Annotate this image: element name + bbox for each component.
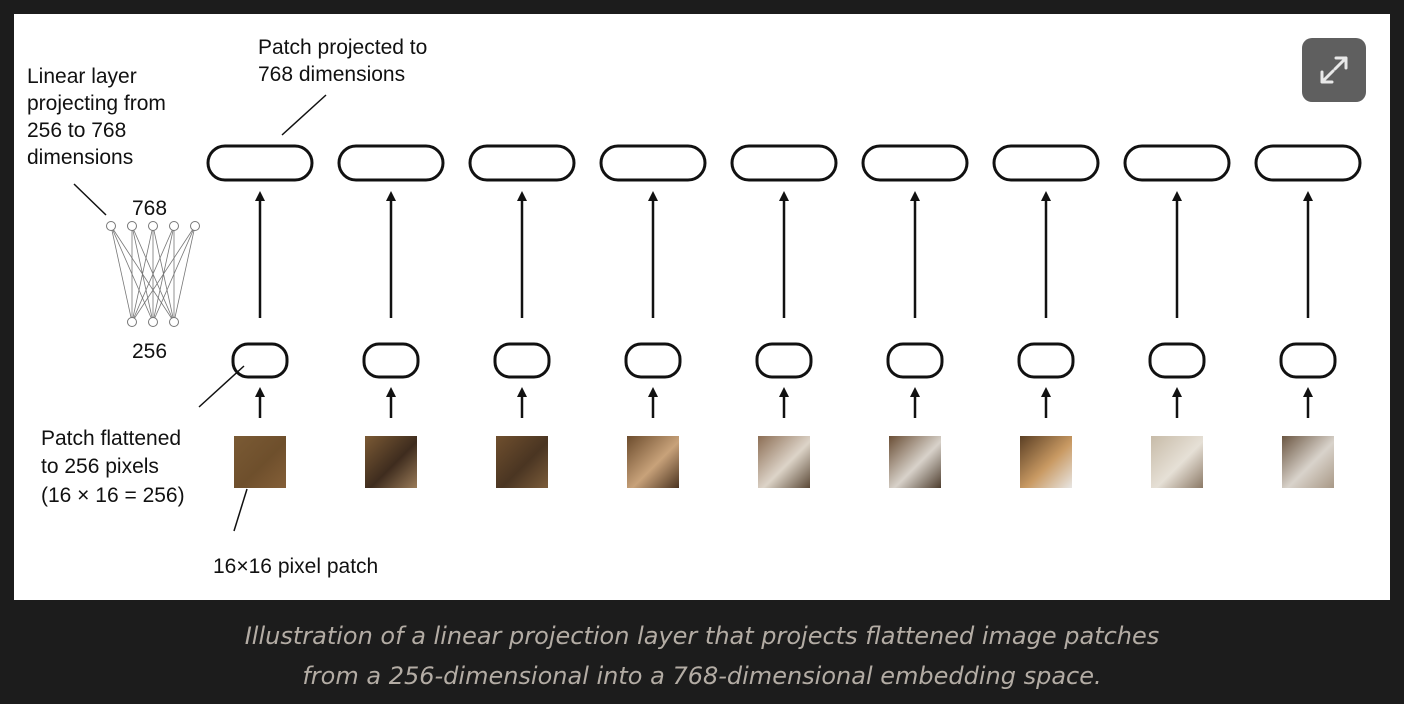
vector-256-box xyxy=(1017,342,1075,379)
embedding-768-box xyxy=(730,144,838,182)
patch-column xyxy=(1254,144,1362,488)
network-node xyxy=(148,221,158,231)
patch-projected-label: Patch projected to 768 dimensions xyxy=(258,36,433,86)
linear-projection-diagram: Linear layer projecting from 256 to 768 … xyxy=(27,36,1362,578)
patch-column xyxy=(730,144,838,488)
patch-column xyxy=(992,144,1100,488)
pixel-patch-label: 16×16 pixel patch xyxy=(213,555,378,578)
image-patch xyxy=(1151,436,1203,488)
image-patch xyxy=(1282,436,1334,488)
diagram-figure: Linear layer projecting from 256 to 768 … xyxy=(14,14,1390,600)
network-edge xyxy=(110,225,154,323)
caption-line-2: from a 256-dimensional into a 768-dimens… xyxy=(302,662,1102,690)
patch-column xyxy=(206,144,314,488)
network-edge xyxy=(152,225,175,323)
linear-layer-label: Linear layer projecting from 256 to 768 … xyxy=(27,65,172,169)
network-node xyxy=(127,317,137,327)
patch-projected-pointer xyxy=(281,94,327,136)
vector-256-box xyxy=(362,342,420,379)
expand-button[interactable] xyxy=(1302,38,1366,102)
image-patch xyxy=(1020,436,1072,488)
dim-768-label: 768 xyxy=(132,197,167,220)
network-icon xyxy=(106,221,200,327)
network-node xyxy=(148,317,158,327)
image-patch xyxy=(627,436,679,488)
vector-256-box xyxy=(493,342,551,379)
embedding-768-box xyxy=(206,144,314,182)
vector-256-box xyxy=(624,342,682,379)
linear-layer-pointer xyxy=(73,183,107,216)
patch-column xyxy=(599,144,707,488)
pixel-patch-pointer xyxy=(233,488,248,532)
embedding-768-box xyxy=(992,144,1100,182)
image-patch xyxy=(496,436,548,488)
expand-icon xyxy=(1320,56,1348,84)
patch-column xyxy=(468,144,576,488)
patch-flattened-pointer xyxy=(198,365,245,408)
network-edge xyxy=(131,225,175,323)
image-patch xyxy=(365,436,417,488)
network-node xyxy=(169,221,179,231)
embedding-768-box xyxy=(1254,144,1362,182)
network-edge xyxy=(173,225,196,323)
network-edge xyxy=(110,225,133,323)
patch-columns xyxy=(206,144,1362,488)
caption-line-1: Illustration of a linear projection laye… xyxy=(244,622,1160,650)
patch-column xyxy=(337,144,445,488)
vector-256-box xyxy=(231,342,289,379)
network-node xyxy=(169,317,179,327)
embedding-768-box xyxy=(337,144,445,182)
patch-column xyxy=(1123,144,1231,488)
image-patch xyxy=(234,436,286,488)
vector-256-box xyxy=(1279,342,1337,379)
network-node xyxy=(127,221,137,231)
image-patch xyxy=(889,436,941,488)
vector-256-box xyxy=(755,342,813,379)
network-node xyxy=(106,221,116,231)
embedding-768-box xyxy=(861,144,969,182)
embedding-768-box xyxy=(468,144,576,182)
patch-flattened-label: Patch flattened to 256 pixels (16 × 16 =… xyxy=(41,427,187,507)
figure-caption: Illustration of a linear projection laye… xyxy=(0,616,1404,696)
patch-column xyxy=(861,144,969,488)
embedding-768-box xyxy=(599,144,707,182)
image-patch xyxy=(758,436,810,488)
vector-256-box xyxy=(886,342,944,379)
network-node xyxy=(190,221,200,231)
dim-256-label: 256 xyxy=(132,340,167,363)
embedding-768-box xyxy=(1123,144,1231,182)
network-edge xyxy=(110,225,175,323)
vector-256-box xyxy=(1148,342,1206,379)
